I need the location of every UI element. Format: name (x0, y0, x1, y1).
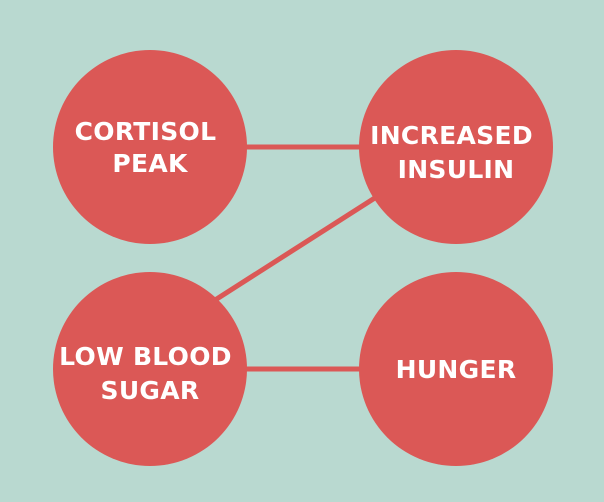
node-cortisol-peak-label-line1: CORTISOL (75, 117, 217, 146)
node-hunger-label: HUNGER (396, 355, 517, 384)
node-increased-insulin-circle (359, 50, 553, 244)
node-cortisol-peak-label-line2: PEAK (112, 149, 189, 178)
svg-text:INCREASED INSULIN: INCREASED INSULIN (370, 121, 542, 184)
svg-text:LOW BLOOD SUGAR: LOW BLOOD SUGAR (59, 342, 241, 405)
node-cortisol-peak: CORTISOL PEAK (53, 50, 247, 244)
svg-text:HUNGER: HUNGER (396, 355, 517, 384)
node-low-blood-sugar: LOW BLOOD SUGAR (53, 272, 247, 466)
node-low-blood-sugar-label-line1: LOW BLOOD (59, 342, 232, 371)
node-low-blood-sugar-label-line2: SUGAR (101, 376, 200, 405)
node-increased-insulin-label-line2: INSULIN (398, 155, 515, 184)
node-increased-insulin-label-line1: INCREASED (370, 121, 533, 150)
node-hunger: HUNGER (359, 272, 553, 466)
node-cortisol-peak-circle (53, 50, 247, 244)
node-increased-insulin: INCREASED INSULIN (359, 50, 553, 244)
connector-insulin-low-blood-sugar (210, 191, 383, 305)
node-hunger-circle (359, 272, 553, 466)
node-low-blood-sugar-circle (53, 272, 247, 466)
svg-text:CORTISOL PEAK: CORTISOL PEAK (75, 117, 226, 178)
